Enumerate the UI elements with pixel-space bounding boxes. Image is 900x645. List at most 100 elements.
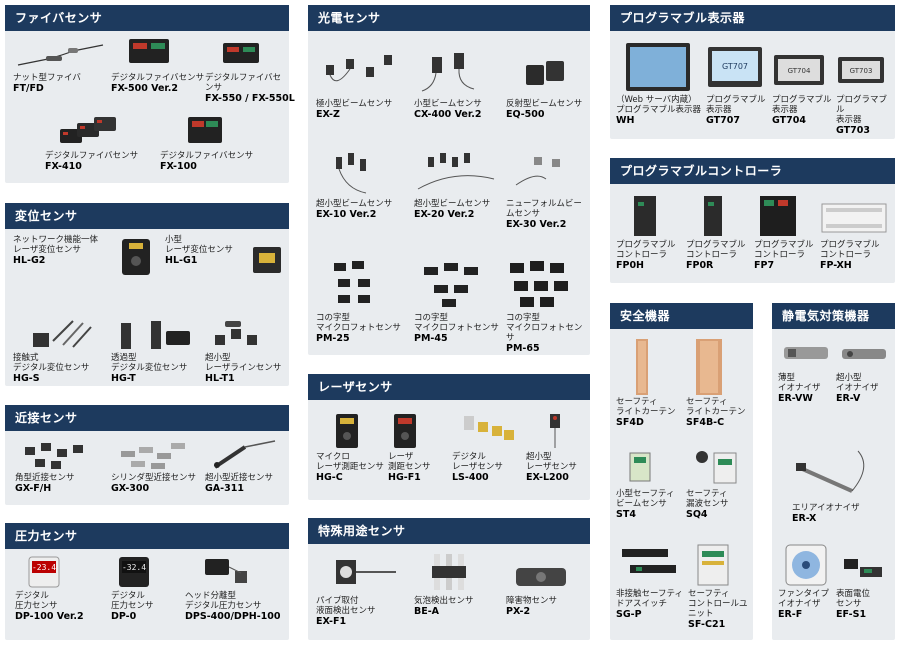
product-cx-400[interactable]: 小型ビームセンサ CX-400 Ver.2	[414, 45, 509, 121]
panel-safety-equipment: 安全機器 セーフティ ライトカーテン SF4D セーフティ ライトカーテン SF…	[610, 303, 753, 640]
product-gt703[interactable]: GT703 プログラマブル 表示器 GT703	[836, 41, 894, 137]
mini-beam-sensor-icon	[316, 149, 411, 197]
mini-laser-sensor-icon	[526, 408, 588, 450]
pipe-liquid-sensor-icon	[316, 550, 411, 594]
panel-special-sensors: 特殊用途センサ パイプ取付 液面検出センサ EX-F1 気泡検出センサ BE-A	[308, 518, 590, 640]
product-ef-s1[interactable]: 表面電位 センサ EF-S1	[836, 543, 894, 621]
mini-proximity-sensor-icon	[205, 437, 287, 471]
product-fx-410[interactable]: デジタルファイバセンサ FX-410	[45, 115, 155, 173]
door-switch-icon	[616, 543, 692, 587]
product-gt707[interactable]: GT707 プログラマブル 表示器 GT707	[706, 41, 776, 127]
product-hg-t[interactable]: 透過型 デジタル変位センサ HG-T	[111, 317, 206, 385]
panel-displacement-sensors: 変位センサ ネットワーク機能一体 レーザ変位センサ HL-G2 小型 レーザ変位…	[5, 203, 289, 386]
product-sq4[interactable]: セーフティ 漏波センサ SQ4	[686, 447, 752, 521]
product-hg-f1[interactable]: レーザ 測距センサ HG-F1	[388, 408, 453, 484]
product-st4[interactable]: 小型セーフティ ビームセンサ ST4	[616, 447, 686, 521]
product-pm-65[interactable]: コの字型 マイクロフォトセンサ PM-65	[506, 257, 590, 355]
product-ls-400[interactable]: デジタル レーザセンサ LS-400	[452, 408, 522, 484]
panel-laser-sensors: レーザセンサ マイクロ レーザ測距センサ HG-C レーザ 測距センサ HG-F…	[308, 374, 590, 500]
product-ex-f1[interactable]: パイプ取付 液面検出センサ EX-F1	[316, 550, 411, 628]
panel-title: プログラマブル表示器	[610, 5, 895, 31]
product-hl-t1[interactable]: 超小型 レーザラインセンサ HL-T1	[205, 317, 287, 385]
u-shaped-photomicrosensor-icon	[506, 257, 590, 311]
product-wh[interactable]: （Web サーバ内蔵） プログラマブル表示器 WH	[616, 41, 716, 127]
product-er-x[interactable]: エリアイオナイザ ER-X	[792, 447, 892, 525]
product-hg-s[interactable]: 接触式 デジタル変位センサ HG-S	[13, 317, 118, 385]
u-shaped-photomicrosensor-icon	[414, 257, 509, 311]
product-gt704[interactable]: GT704 プログラマブル 表示器 GT704	[772, 41, 834, 127]
panel-programmable-displays: プログラマブル表示器 （Web サーバ内蔵） プログラマブル表示器 WH GT7…	[610, 5, 895, 139]
product-fp0h[interactable]: プログラマブル コントローラ FP0H	[616, 194, 686, 272]
fiber-amplifier-icon	[205, 37, 287, 71]
fan-ionizer-icon	[778, 543, 838, 587]
bubble-sensor-icon	[414, 550, 509, 594]
product-gx-300[interactable]: シリンダ型近接センサ GX-300	[111, 437, 211, 495]
product-pm-45[interactable]: コの字型 マイクロフォトセンサ PM-45	[414, 257, 509, 345]
touch-panel-icon: GT704	[772, 41, 834, 93]
product-ex-20[interactable]: 超小型ビームセンサ EX-20 Ver.2	[414, 149, 509, 221]
panel-title: 安全機器	[610, 303, 753, 329]
potential-sensor-icon	[836, 543, 894, 587]
product-fp0r[interactable]: プログラマブル コントローラ FP0R	[686, 194, 756, 272]
reflective-beam-sensor-icon	[506, 45, 588, 97]
product-ex-30[interactable]: ニューフォルムビームセンサ EX-30 Ver.2	[506, 149, 590, 231]
fiber-amplifier-set-icon	[45, 115, 155, 149]
product-ex-10[interactable]: 超小型ビームセンサ EX-10 Ver.2	[316, 149, 411, 221]
product-fx-500[interactable]: デジタルファイバセンサ FX-500 Ver.2	[111, 37, 206, 95]
touch-panel-icon: GT703	[836, 41, 894, 93]
mini-beam-sensor-icon	[414, 149, 509, 197]
ionizer-icon	[836, 337, 894, 371]
product-eq-500[interactable]: 反射型ビームセンサ EQ-500	[506, 45, 588, 121]
area-ionizer-icon	[792, 447, 892, 501]
product-ft-fd[interactable]: ナット型ファイバ FT/FD	[13, 37, 108, 95]
panel-title: ファイバセンサ	[5, 5, 289, 31]
ionizer-icon	[778, 337, 836, 371]
panel-title: 圧力センサ	[5, 523, 289, 549]
product-sf4b-c[interactable]: セーフティ ライトカーテン SF4B-C	[686, 337, 752, 429]
laser-ranging-sensor-icon	[316, 408, 391, 450]
product-gx-f-h[interactable]: 角型近接センサ GX-F/H	[15, 437, 110, 495]
pressure-display-icon: -23.4	[15, 555, 110, 589]
safety-controller-icon	[688, 543, 752, 587]
product-px-2[interactable]: 障害物センサ PX-2	[506, 550, 588, 618]
mini-beam-sensor-icon	[506, 149, 590, 197]
panel-title: 静電気対策機器	[772, 303, 895, 329]
product-fp7[interactable]: プログラマブル コントローラ FP7	[754, 194, 824, 272]
square-proximity-sensor-icon	[15, 437, 110, 471]
product-pm-25[interactable]: コの字型 マイクロフォトセンサ PM-25	[316, 257, 411, 345]
panel-title: レーザセンサ	[308, 374, 590, 400]
digital-laser-sensor-icon	[452, 408, 522, 450]
light-curtain-icon	[616, 337, 686, 395]
product-er-v[interactable]: 超小型 イオナイザ ER-V	[836, 337, 894, 405]
svg-text:GT707: GT707	[722, 62, 748, 71]
laser-displacement-sensor-icon	[251, 243, 285, 279]
product-er-vw[interactable]: 薄型 イオナイザ ER-VW	[778, 337, 836, 405]
product-fx-550[interactable]: デジタルファイバセンサ FX-550 / FX-550L	[205, 37, 295, 105]
product-ex-z[interactable]: 極小型ビームセンサ EX-Z	[316, 45, 411, 121]
product-dps-400[interactable]: ヘッド分離型 デジタル圧力センサ DPS-400/DPH-100	[185, 555, 287, 623]
product-sg-p[interactable]: 非接触セーフティ ドアスイッチ SG-P	[616, 543, 692, 621]
product-dp-100[interactable]: -23.4 デジタル 圧力センサ DP-100 Ver.2	[15, 555, 110, 623]
laser-displacement-sensor-icon	[117, 235, 157, 279]
line-sensor-icon	[205, 317, 287, 351]
panel-title: 特殊用途センサ	[308, 518, 590, 544]
product-er-f[interactable]: ファンタイプ イオナイザ ER-F	[778, 543, 838, 621]
light-curtain-icon	[686, 337, 752, 395]
touch-panel-icon	[616, 41, 716, 93]
product-hl-g1[interactable]: 小型 レーザ変位センサ HL-G1	[165, 235, 233, 266]
product-ga-311[interactable]: 超小型近接センサ GA-311	[205, 437, 287, 495]
product-dp-0[interactable]: -32.4 デジタル 圧力センサ DP-0	[111, 555, 201, 623]
product-sf-c21[interactable]: セーフティ コントロールユニット SF-C21	[688, 543, 752, 631]
panel-programmable-controllers: プログラマブルコントローラ プログラマブル コントローラ FP0H プログラマブ…	[610, 158, 895, 283]
product-sf4d[interactable]: セーフティ ライトカーテン SF4D	[616, 337, 686, 429]
product-be-a[interactable]: 気泡検出センサ BE-A	[414, 550, 509, 618]
cylinder-proximity-sensor-icon	[111, 437, 211, 471]
product-fp-xh[interactable]: プログラマブル コントローラ FP-XH	[820, 194, 894, 272]
mini-beam-sensor-icon	[316, 45, 411, 97]
product-fx-100[interactable]: デジタルファイバセンサ FX-100	[160, 115, 270, 173]
product-hl-g2[interactable]: ネットワーク機能一体 レーザ変位センサ HL-G2	[13, 235, 99, 266]
product-hg-c[interactable]: マイクロ レーザ測距センサ HG-C	[316, 408, 391, 484]
pressure-head-icon	[185, 555, 287, 589]
product-ex-l200[interactable]: 超小型 レーザセンサ EX-L200	[526, 408, 588, 484]
